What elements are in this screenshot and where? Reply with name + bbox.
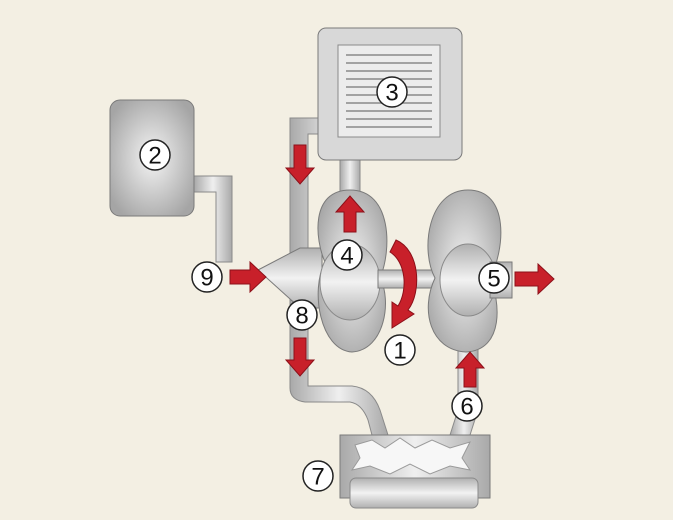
label-1: 1	[384, 334, 416, 366]
svg-text:9: 9	[200, 265, 213, 292]
piston	[349, 477, 479, 509]
svg-text:1: 1	[393, 338, 406, 365]
label-9: 9	[191, 261, 223, 293]
arrow-intake-icon	[229, 260, 267, 294]
arrow-exhaust-out-icon	[514, 262, 555, 296]
label-4: 4	[331, 239, 363, 271]
svg-text:4: 4	[340, 243, 353, 270]
svg-text:7: 7	[311, 464, 324, 491]
label-6: 6	[451, 390, 483, 422]
svg-text:3: 3	[385, 80, 398, 107]
label-3: 3	[376, 76, 408, 108]
arrow-rotation-icon	[389, 239, 418, 329]
intercooler-pipe	[193, 175, 233, 263]
arrow-down-top-icon	[284, 144, 316, 185]
arrow-down-bypass-icon	[284, 337, 316, 377]
label-5: 5	[478, 262, 510, 294]
svg-text:8: 8	[295, 303, 308, 330]
svg-text:5: 5	[487, 266, 500, 293]
intake-cone	[257, 247, 323, 309]
combustion-icon	[350, 437, 472, 475]
label-8: 8	[286, 299, 318, 331]
label-7: 7	[302, 460, 334, 492]
svg-text:2: 2	[148, 143, 161, 170]
svg-text:6: 6	[460, 394, 473, 421]
engine-cylinder	[339, 434, 491, 509]
number-labels: 1 2 3 4 5 6 7 8 9	[139, 76, 510, 492]
label-2: 2	[139, 139, 171, 171]
flow-arrows	[229, 144, 555, 388]
arrow-up-compressor-icon	[334, 195, 366, 233]
arrow-up-exhaust-icon	[454, 351, 486, 388]
